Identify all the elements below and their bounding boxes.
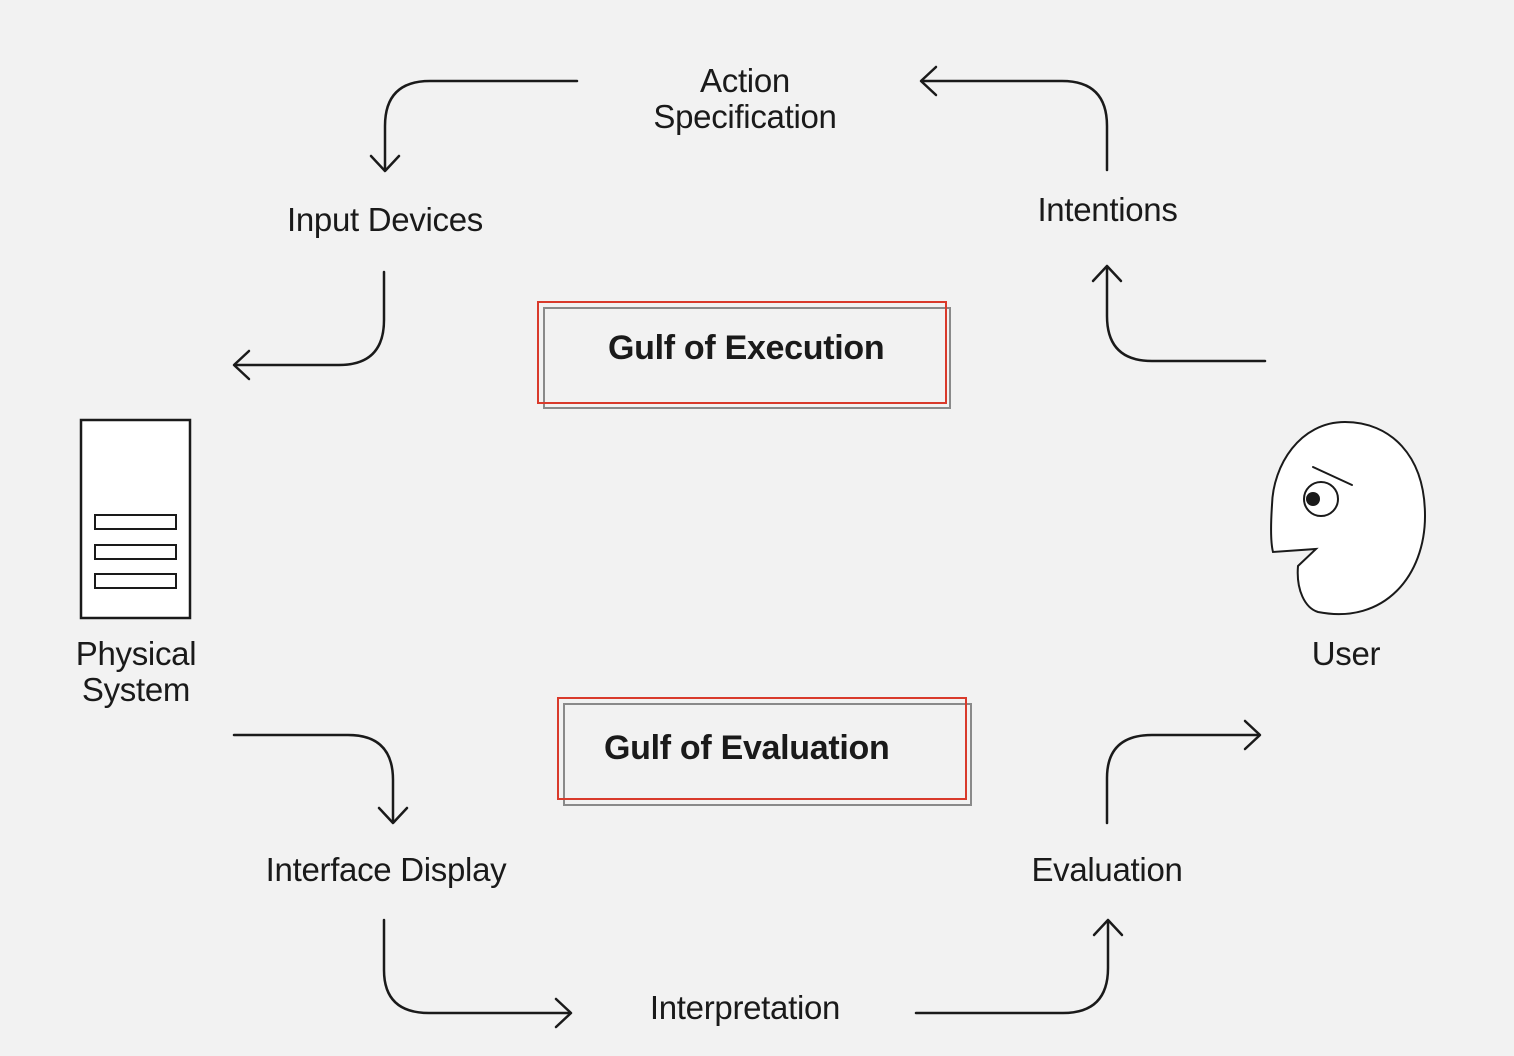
arrow-action-to-input (369, 79, 579, 173)
intentions-label: Intentions (1037, 191, 1178, 228)
arrow-interface-to-interpretation (382, 918, 573, 1029)
user-label: User (1311, 635, 1381, 672)
arrow-intentions-to-action (919, 65, 1109, 172)
gulf-evaluation-shadow (563, 703, 972, 806)
physical-system-line-1: Physical (75, 635, 197, 672)
interface-display-label: Interface Display (265, 851, 507, 888)
arrow-interpretation-to-evaluation (914, 918, 1124, 1015)
user-head-icon (1270, 420, 1427, 615)
server-tower-icon (79, 418, 192, 620)
arrow-input-to-physical (232, 270, 386, 381)
gulf-evaluation-box (557, 697, 967, 800)
action-specification-line-2: Specification (653, 98, 837, 135)
interpretation-label: Interpretation (649, 989, 841, 1026)
action-specification-line-1: Action (700, 62, 790, 99)
gulf-execution-box (537, 301, 947, 404)
gulf-execution-shadow (543, 307, 951, 409)
physical-system-label: Physical System (46, 636, 226, 708)
arrow-user-to-intentions (1091, 264, 1267, 363)
arrow-evaluation-to-user (1105, 719, 1262, 825)
arrow-physical-to-interface (232, 733, 409, 825)
input-devices-label: Input Devices (286, 201, 484, 238)
action-specification-label: Action Specification (610, 63, 880, 135)
gulf-evaluation-label: Gulf of Evaluation (604, 729, 890, 767)
gulf-execution-label: Gulf of Execution (608, 329, 885, 367)
evaluation-label: Evaluation (1031, 851, 1183, 888)
physical-system-line-2: System (81, 671, 191, 708)
